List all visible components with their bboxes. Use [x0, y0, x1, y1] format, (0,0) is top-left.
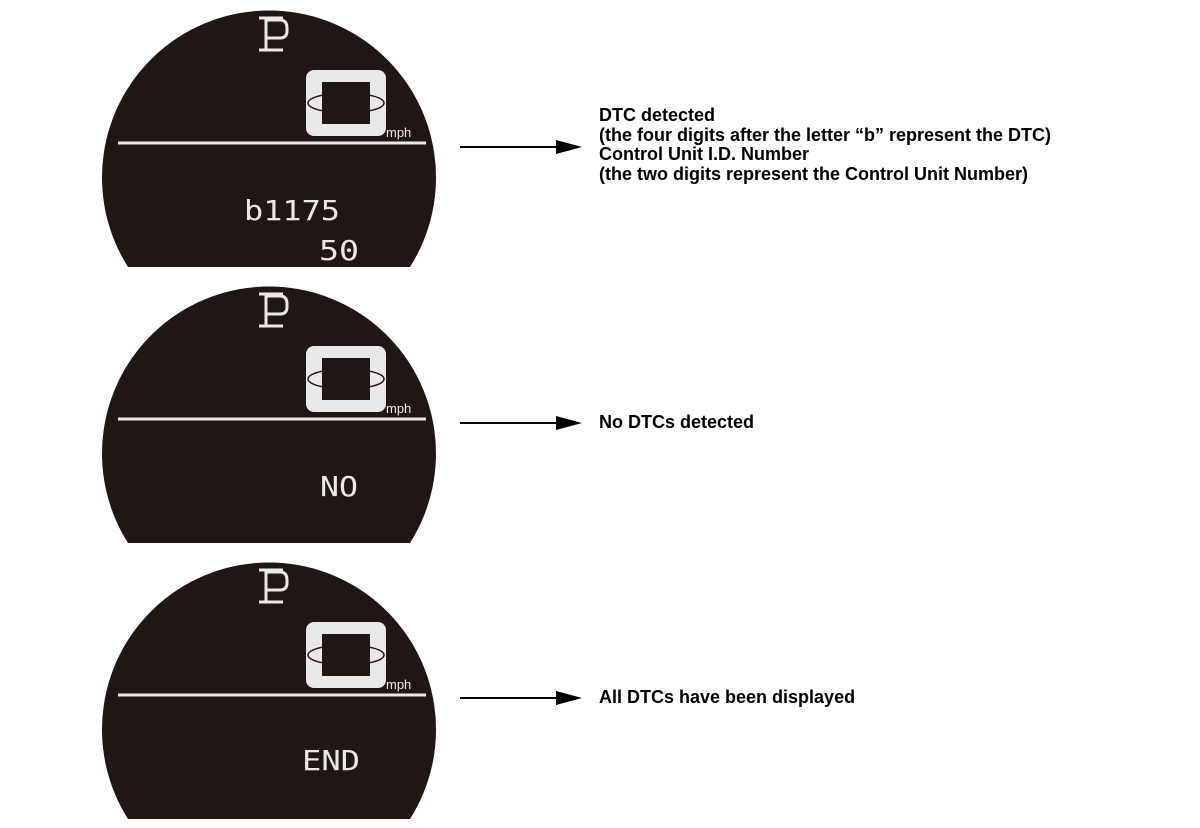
gear-indicator-p	[259, 16, 289, 52]
description-line: (the four digits after the letter “b” re…	[599, 124, 1052, 145]
arrow	[460, 691, 582, 705]
gear-indicator-p	[259, 292, 289, 328]
description-line: (the two digits represent the Control Un…	[599, 163, 1029, 184]
description-line: DTC detected	[599, 105, 716, 125]
dtc-code-readout: b1175	[244, 194, 340, 227]
description-line: No DTCs detected	[599, 412, 755, 432]
status-readout: NO	[320, 470, 358, 503]
meter-display: mph END	[102, 562, 582, 819]
speed-digit-0	[306, 346, 386, 412]
no-dtc-panel: mph NO No DTCs detected	[0, 276, 1200, 552]
gear-indicator-p	[259, 568, 289, 604]
control-unit-id-readout: 50	[319, 234, 359, 267]
meter-display: mph NO	[102, 286, 582, 543]
speed-digit-0	[306, 70, 386, 136]
description-line: All DTCs have been displayed	[599, 687, 856, 707]
arrow	[460, 416, 582, 430]
speed-unit: mph	[386, 125, 411, 140]
arrow	[460, 140, 582, 154]
description: All DTCs have been displayed	[599, 687, 856, 708]
description: No DTCs detected	[599, 412, 755, 433]
speed-unit: mph	[386, 401, 411, 416]
status-readout: END	[302, 744, 360, 777]
description-line: Control Unit I.D. Number	[599, 144, 809, 164]
speed-unit: mph	[386, 677, 411, 692]
speed-digit-0	[306, 622, 386, 688]
dtc-detected-panel: mph b1175 50 DTC detected (the four digi…	[0, 0, 1200, 276]
end-panel: mph END All DTCs have been displayed	[0, 552, 1200, 828]
meter-display: mph b1175 50	[102, 10, 582, 267]
description: DTC detected (the four digits after the …	[599, 105, 1052, 184]
